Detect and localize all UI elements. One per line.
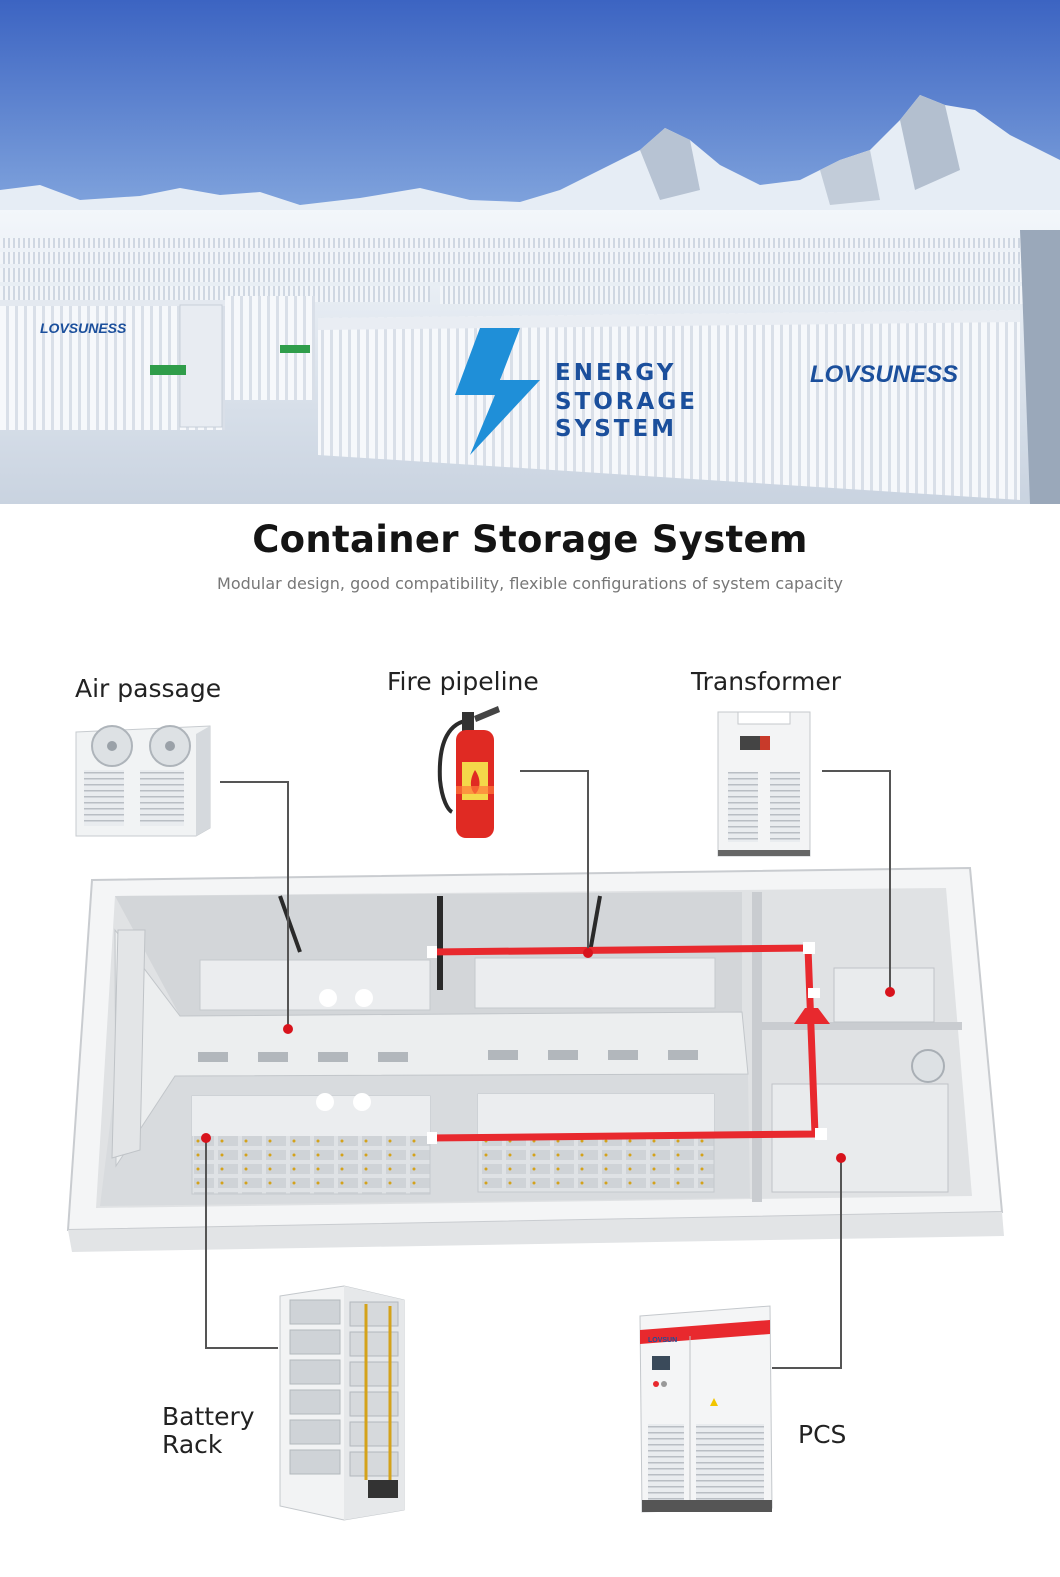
- battery-rack-icon: [279, 1285, 405, 1521]
- page-subtitle: Modular design, good compatibility, flex…: [217, 574, 843, 593]
- svg-text:LOVSUNESS: LOVSUNESS: [810, 361, 958, 388]
- label-pcs: PCS: [798, 1420, 847, 1449]
- label-battery-rack-line2: Rack: [162, 1430, 223, 1459]
- label-fire-pipeline: Fire pipeline: [387, 667, 539, 696]
- page-title: Container Storage System: [252, 518, 808, 561]
- fire-extinguisher-icon: [437, 706, 500, 838]
- pipe-joints: [427, 942, 827, 1144]
- label-battery-rack-line1: Battery: [162, 1402, 255, 1431]
- fan-unit-icon: [75, 725, 211, 837]
- transformer-cabinet-icon: [717, 711, 811, 857]
- svg-text:SYSTEM: SYSTEM: [555, 416, 677, 442]
- svg-text:LOVSUN: LOVSUN: [648, 1337, 677, 1344]
- label-transformer: Transformer: [691, 667, 842, 696]
- leader-lines: [205, 770, 891, 1369]
- svg-text:ENERGY: ENERGY: [555, 360, 676, 386]
- main-container: ENERGY STORAGE SYSTEM LOVSUNESS: [318, 310, 1020, 500]
- marker-dots: [201, 948, 895, 1163]
- container-layout-diagram: LOVSUN: [66, 706, 1004, 1521]
- lightning-bolt-icon: [455, 328, 540, 455]
- fire-pipeline: [428, 944, 819, 1142]
- svg-text:LOVSUNESS: LOVSUNESS: [40, 320, 127, 336]
- svg-text:STORAGE: STORAGE: [555, 389, 698, 415]
- left-container: LOVSUNESS: [0, 300, 225, 430]
- pcs-cabinet-icon: LOVSUN: [639, 1305, 773, 1513]
- hero-image: LOVSUNESS ENERGY STORAGE SYSTEM LOVSUNES…: [0, 0, 1060, 504]
- container-body: [66, 866, 1004, 1252]
- label-air-passage: Air passage: [75, 674, 222, 703]
